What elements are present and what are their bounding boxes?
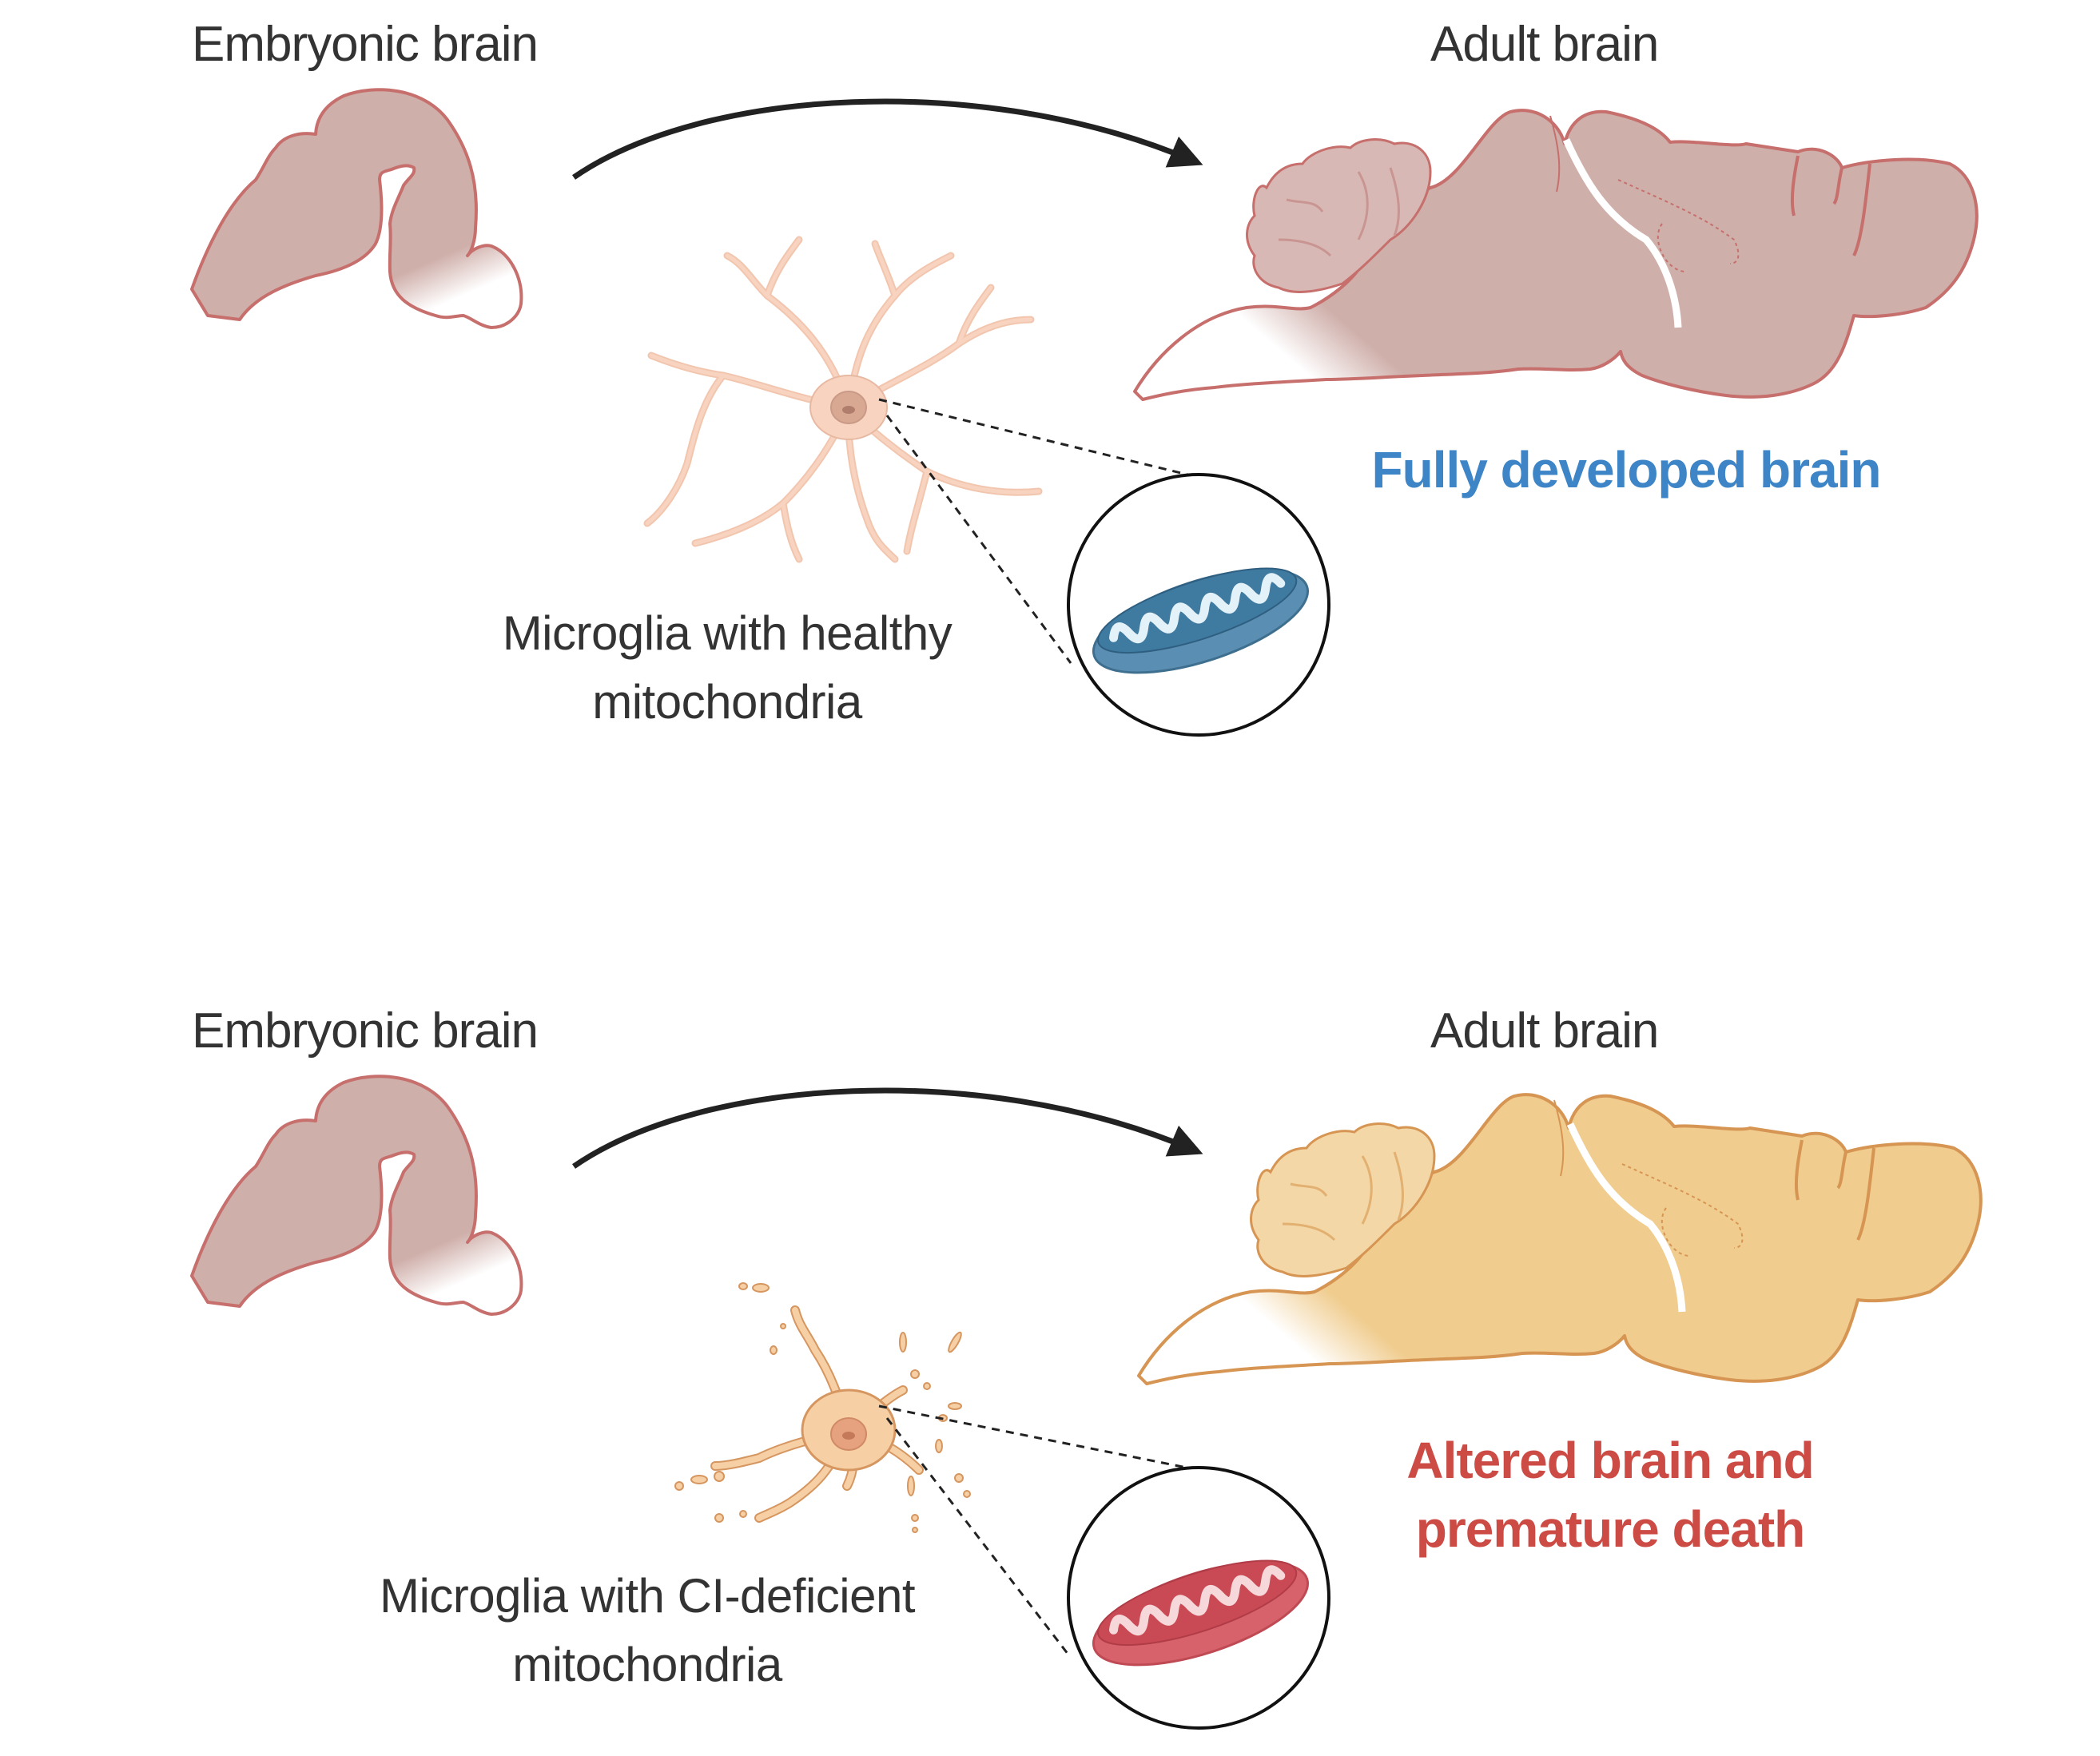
- microglia-caption: Microglia with healthy mitochondria: [416, 599, 1039, 737]
- development-arrow-icon: [572, 1087, 1203, 1169]
- zoom-lines: [878, 398, 1191, 664]
- embryonic-brain-label: Embryonic brain: [192, 1003, 539, 1059]
- panel-healthy: [190, 88, 1979, 737]
- ramified-microglia-icon: [643, 236, 1043, 563]
- deficient-mitochondrion-icon: [1067, 1466, 1330, 1730]
- adult-brain-label: Adult brain: [1430, 1003, 1659, 1059]
- fragmented-microglia-icon: [674, 1282, 971, 1533]
- adult-brain-icon: [1133, 109, 1979, 401]
- adult-brain-icon: [1137, 1093, 1983, 1385]
- embryonic-brain-icon: [190, 88, 523, 329]
- development-arrow-icon: [572, 98, 1203, 180]
- outcome-line-1: Fully developed brain: [1371, 441, 1882, 499]
- microglia-caption-line-2: mitochondria: [512, 1638, 782, 1691]
- microglia-caption-line-1: Microglia with CI-deficient: [379, 1569, 916, 1623]
- microglia-caption-line-2: mitochondria: [592, 675, 862, 729]
- outcome-text: Fully developed brain: [1311, 435, 1942, 504]
- panel-deficient: [190, 1075, 1983, 1730]
- microglia-caption: Microglia with CI-deficient mitochondria: [304, 1562, 991, 1699]
- adult-brain-label: Adult brain: [1430, 17, 1659, 72]
- outcome-text: Altered brain and premature death: [1295, 1426, 1926, 1563]
- embryonic-brain-icon: [190, 1075, 523, 1316]
- healthy-mitochondrion-icon: [1067, 473, 1330, 737]
- embryonic-brain-label: Embryonic brain: [192, 17, 539, 72]
- microglia-caption-line-1: Microglia with healthy: [502, 606, 953, 660]
- outcome-line-1: Altered brain and: [1406, 1432, 1814, 1489]
- zoom-lines: [878, 1404, 1191, 1659]
- outcome-line-2: premature death: [1415, 1500, 1805, 1558]
